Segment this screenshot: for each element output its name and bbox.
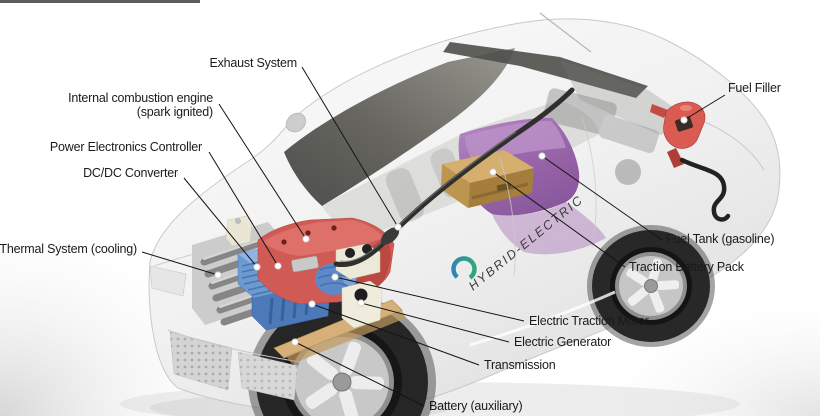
rocker-highlight: [469, 290, 616, 347]
leader-ice: [218, 103, 307, 240]
hybrid-ring-logo: [451, 256, 477, 282]
label-fuel-tank: Fuel Tank (gasoline): [666, 232, 775, 246]
leader-dots: [214, 116, 688, 346]
label-fuel-filler: Fuel Filler: [728, 81, 781, 95]
leader-traction-battery: [492, 171, 626, 268]
leader-exhaust: [301, 66, 399, 228]
label-traction-battery: Traction Battery Pack: [629, 260, 744, 274]
leader-lines: [141, 66, 726, 407]
label-exhaust-system: Exhaust System: [209, 56, 297, 70]
label-transmission: Transmission: [484, 358, 556, 372]
leader-generator: [360, 302, 510, 343]
body-seams: [499, 117, 765, 277]
label-traction-motor: Electric Traction Motor: [529, 314, 649, 328]
label-ice-line1: Internal combustion engine: [68, 91, 213, 105]
leader-thermal: [141, 251, 219, 276]
leader-dcdc: [183, 177, 258, 268]
label-dcdc-converter: DC/DC Converter: [83, 166, 178, 180]
front-end: [149, 265, 301, 401]
traction-battery-component: [441, 150, 534, 208]
rear-wheel: [587, 225, 715, 347]
exhaust-component: [333, 87, 575, 268]
mirror: [285, 112, 306, 133]
washer-tank: [225, 215, 253, 247]
windshield-glass: [284, 48, 515, 206]
leader-fuel-filler: [683, 94, 726, 121]
leader-power-electronics: [208, 151, 279, 267]
leader-aux-battery: [294, 341, 425, 407]
label-thermal-system: Thermal System (cooling): [0, 242, 137, 256]
label-ice-line2: (spark ignited): [136, 105, 213, 119]
leader-transmission: [311, 303, 480, 366]
label-internal-combustion-engine: Internal combustion engine (spark ignite…: [68, 91, 213, 119]
leader-fuel-tank: [541, 155, 663, 241]
roof-stripe: [443, 42, 648, 98]
antenna: [539, 12, 592, 53]
label-power-electronics: Power Electronics Controller: [49, 140, 202, 154]
leader-traction-motor: [334, 276, 525, 322]
label-aux-battery: Battery (auxiliary): [429, 399, 523, 413]
top-left-bar: [0, 0, 200, 3]
label-generator: Electric Generator: [514, 335, 612, 349]
